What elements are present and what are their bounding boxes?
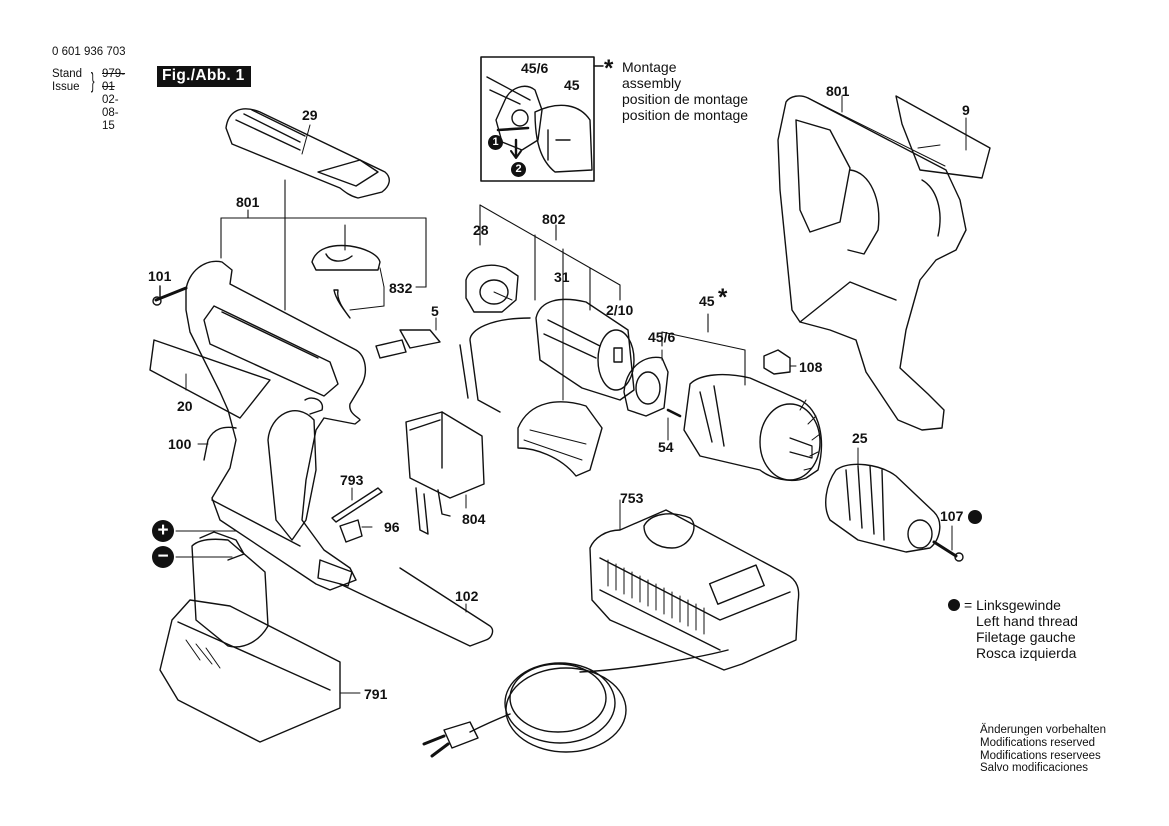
label-804: 804 — [462, 511, 486, 527]
part-791-battery — [159, 530, 361, 743]
label-54: 54 — [658, 439, 674, 455]
label-29: 29 — [302, 107, 318, 123]
part-101-screw — [152, 285, 188, 306]
assembly-note-line: Montage — [622, 59, 677, 75]
label-96: 96 — [384, 519, 400, 535]
thread-legend: = Linksgewinde Left hand thread Filetage… — [964, 597, 1078, 661]
step-2-badge: 2 — [511, 162, 526, 177]
label-45: 45 — [699, 293, 715, 309]
thread-legend-line: Left hand thread — [976, 613, 1078, 629]
left-hand-thread-legend-dot-icon — [948, 599, 960, 611]
label-25: 25 — [852, 430, 868, 446]
revision-block: Stand Issue } 979-01 02-08-15 — [52, 68, 125, 132]
label-9: 9 — [962, 102, 970, 118]
leader-802 — [479, 204, 621, 311]
issue-label: Issue — [52, 81, 80, 93]
part-96-holder — [339, 519, 373, 543]
part-108 — [763, 349, 797, 375]
label-31: 31 — [554, 269, 570, 285]
inset-label-45-6: 45/6 — [521, 60, 549, 76]
label-45-6: 45/6 — [648, 329, 676, 345]
label-801-left: 801 — [236, 194, 260, 210]
thread-legend-line: Filetage gauche — [976, 629, 1076, 645]
part-753-charger — [589, 499, 800, 671]
part-804-switch — [405, 411, 485, 535]
label-107: 107 — [940, 508, 964, 524]
leader-45 — [661, 313, 746, 386]
assembly-note-line: position de montage — [622, 107, 749, 123]
part-801-right-housing — [777, 95, 967, 431]
assembly-inset — [480, 56, 604, 182]
label-108: 108 — [799, 359, 823, 375]
part-9-label — [895, 95, 991, 179]
assembly-note: Montage assembly position de montage pos… — [622, 59, 748, 123]
label-20: 20 — [177, 398, 193, 414]
modifications-note-line: Modifications reserved — [980, 736, 1096, 749]
leader-801-left — [220, 179, 427, 311]
minus-terminal-icon: − — [152, 546, 174, 568]
part-25-chuck — [825, 447, 941, 553]
modifications-note-line: Änderungen vorbehalten — [980, 724, 1106, 736]
modifications-note: Änderungen vorbehalten Modifications res… — [980, 724, 1106, 775]
part-28-bracket — [465, 264, 519, 313]
inset-label-45: 45 — [564, 77, 580, 93]
part-45-gearbox — [683, 373, 823, 482]
label-102: 102 — [455, 588, 479, 604]
brace-icon: } — [90, 68, 95, 93]
part-832-clip — [311, 244, 385, 319]
asterisk-icon: * — [604, 55, 614, 82]
part-107-screw — [932, 525, 964, 562]
part-29-cover — [225, 108, 390, 199]
part-20-label — [149, 339, 271, 419]
plus-terminal-icon: + — [152, 520, 174, 542]
left-hand-thread-dot-icon — [968, 510, 982, 524]
label-791: 791 — [364, 686, 388, 702]
label-100: 100 — [168, 436, 192, 452]
stand-value: 979-01 — [102, 68, 126, 93]
part-5 — [375, 317, 441, 359]
issue-value: 02-08-15 — [102, 94, 119, 132]
label-101: 101 — [148, 268, 172, 284]
thread-legend-line: Rosca izquierda — [976, 645, 1077, 661]
step-1-badge: 1 — [488, 135, 503, 150]
document-number: 0 601 936 703 — [52, 46, 126, 58]
label-832: 832 — [389, 280, 413, 296]
part-801-left-housing — [185, 260, 367, 591]
assembly-note-line: position de montage — [622, 91, 749, 107]
part-54-screw — [666, 408, 682, 441]
thread-legend-line: = Linksgewinde — [964, 597, 1061, 613]
label-801-right: 801 — [826, 83, 850, 99]
part-31-motor — [459, 298, 635, 413]
power-cord — [422, 649, 729, 758]
part-102-wire — [339, 567, 494, 647]
modifications-note-line: Modifications reservees — [980, 749, 1101, 762]
label-2-10: 2/10 — [606, 302, 634, 318]
part-793-bit — [331, 487, 383, 523]
label-753: 753 — [620, 490, 644, 506]
modifications-note-line: Salvo modificaciones — [980, 762, 1089, 775]
assembly-note-line: assembly — [622, 75, 682, 91]
part-shroud — [517, 299, 603, 477]
part-100 — [197, 426, 237, 461]
label-5: 5 — [431, 303, 439, 319]
label-28: 28 — [473, 222, 489, 238]
stand-label: Stand — [52, 68, 83, 80]
label-802: 802 — [542, 211, 566, 227]
asterisk-icon: * — [718, 284, 728, 311]
part-45-6-plate — [623, 349, 669, 417]
figure-label: Fig./Abb. 1 — [157, 66, 251, 87]
label-793: 793 — [340, 472, 364, 488]
